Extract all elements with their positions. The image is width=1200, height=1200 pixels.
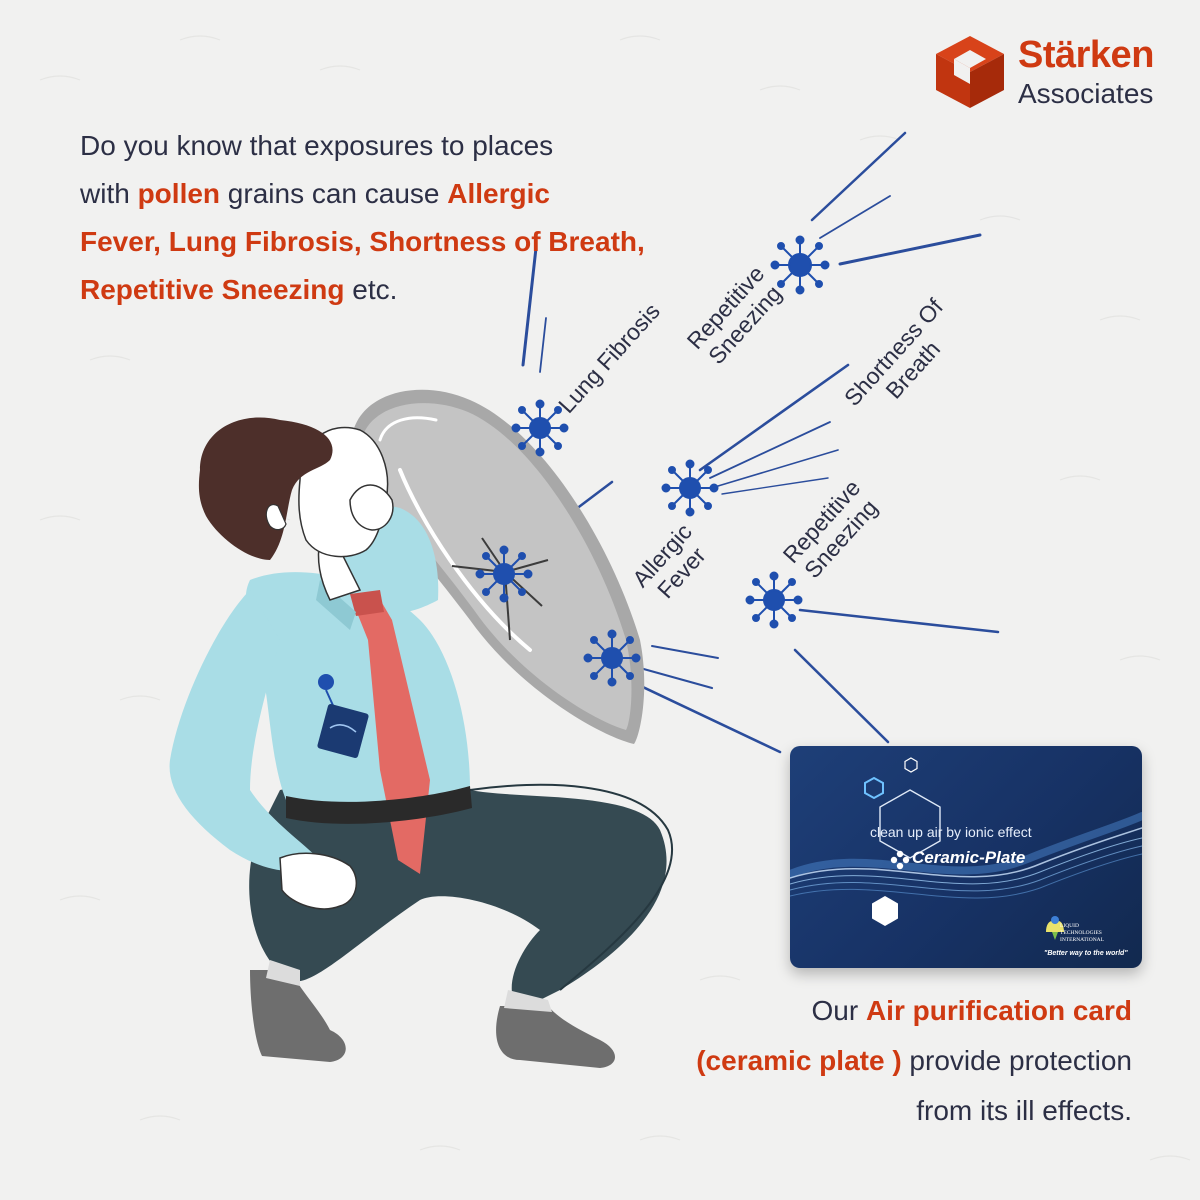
pollen-streaks [521, 131, 1000, 754]
card-company-2: TECHNOLOGIES [1060, 930, 1102, 936]
card-company: LIQUID TECHNOLOGIES INTERNATIONAL [1060, 923, 1140, 944]
virus-icon [745, 571, 803, 629]
highlight-conditions: Fever, Lung Fibrosis, Shortness of Breat… [80, 226, 645, 257]
highlight-pollen: pollen [137, 178, 221, 209]
intro-text: Do you know that exposures to places wit… [80, 122, 700, 314]
virus-icon [511, 399, 569, 457]
virus-icon [770, 235, 830, 295]
outro-line-1-pre: Our [811, 995, 866, 1026]
hexagon-icon [879, 789, 941, 859]
intro-line-1-text: Do you know that exposures to places [80, 130, 554, 161]
highlight-allergic: Allergic [447, 178, 550, 209]
card-company-1: LIQUID [1060, 923, 1079, 929]
ceramic-plate-card: clean up air by ionic effect Ceramic-Pla… [790, 746, 1142, 968]
hexagon-icon [904, 757, 918, 773]
outro-line-1: Our Air purification card [512, 986, 1132, 1036]
card-brand: Ceramic-Plate [912, 848, 1026, 867]
virus-icon [583, 629, 641, 687]
brand-logo: Stärken Associates [932, 34, 1172, 114]
card-tagline: clean up air by ionic effect [870, 824, 1032, 840]
intro-line-4: Repetitive Sneezing etc. [80, 266, 700, 314]
outro-text: Our Air purification card (ceramic plate… [512, 986, 1132, 1136]
highlight-ceramic-plate: (ceramic plate ) [696, 1045, 902, 1076]
logo-subtitle: Associates [1018, 78, 1154, 109]
company-logo-icon [1046, 916, 1064, 940]
logo-cube-icon [936, 36, 1004, 108]
virus-icon [661, 459, 719, 517]
highlight-sneezing: Repetitive Sneezing [80, 274, 345, 305]
hexagon-icon [864, 776, 884, 800]
logo-name: Stärken [1018, 34, 1154, 76]
intro-line-2: with pollen grains can cause Allergic [80, 170, 700, 218]
intro-line-1: Do you know that exposures to places [80, 122, 700, 170]
highlight-air-purification-card: Air purification card [865, 995, 1132, 1026]
intro-line-3: Fever, Lung Fibrosis, Shortness of Breat… [80, 218, 700, 266]
hexagon-icon [872, 896, 898, 926]
virus-icon [475, 545, 533, 603]
flower-icon [890, 850, 910, 870]
outro-line-3-text: from its ill effects. [916, 1095, 1132, 1126]
outro-line-2-post: provide protection [901, 1045, 1132, 1076]
card-slogan: "Better way to the world" [1044, 950, 1128, 957]
intro-line-4-post: etc. [344, 274, 398, 305]
card-company-3: INTERNATIONAL [1060, 937, 1104, 943]
intro-line-2-mid: grains can cause [220, 178, 448, 209]
outro-line-3: from its ill effects. [512, 1086, 1132, 1136]
intro-line-2-pre: with [80, 178, 138, 209]
outro-line-2: (ceramic plate ) provide protection [512, 1036, 1132, 1086]
man-figure [169, 417, 674, 1068]
card-decoration [790, 757, 1142, 940]
